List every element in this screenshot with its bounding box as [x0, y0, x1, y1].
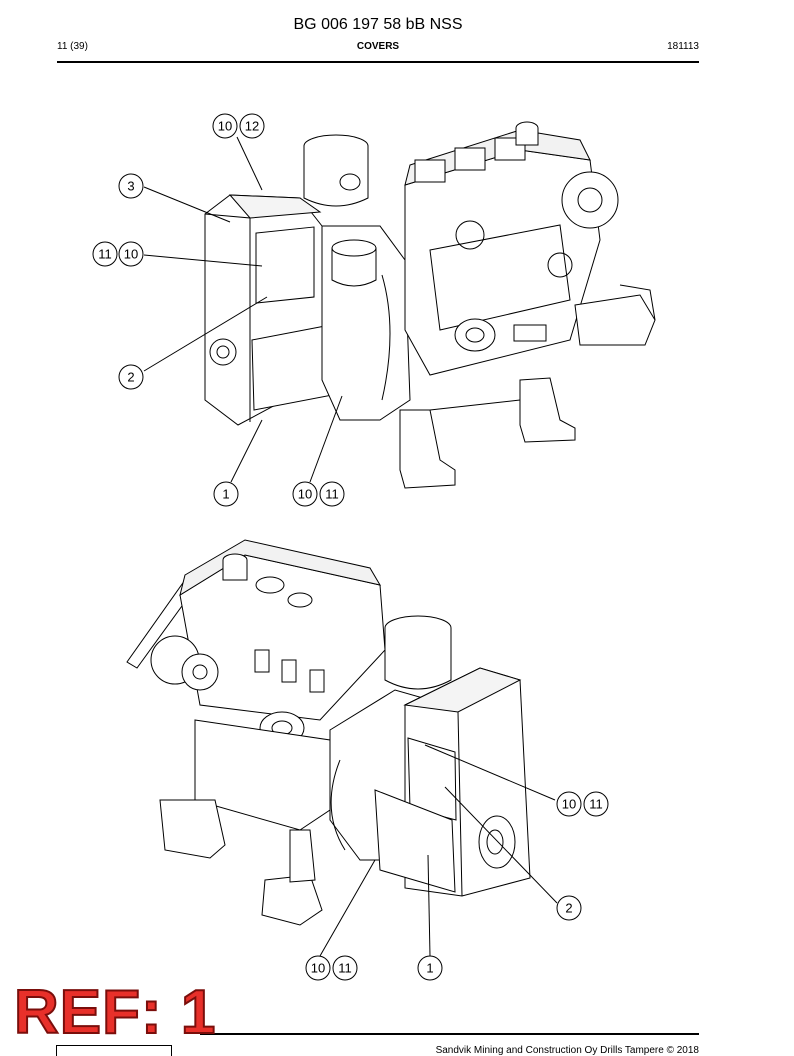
callout-top-10c: 10 [292, 481, 318, 507]
svg-text:10: 10 [311, 961, 325, 976]
callout-top-10b: 10 [118, 241, 144, 267]
callout-bottom-11b: 11 [332, 955, 358, 981]
section-title: COVERS [356, 41, 400, 52]
footer-rule [200, 1033, 699, 1035]
callout-top-2: 2 [118, 364, 144, 390]
footer-copyright: Sandvik Mining and Construction Oy Drill… [435, 1045, 699, 1056]
callout-bottom-11a: 11 [583, 791, 609, 817]
callout-bottom-1: 1 [417, 955, 443, 981]
svg-text:11: 11 [98, 247, 112, 262]
callout-top-11a: 11 [92, 241, 118, 267]
callout-top-3: 3 [118, 173, 144, 199]
svg-text:2: 2 [565, 901, 572, 916]
callout-bottom-2: 2 [556, 895, 582, 921]
svg-text:1: 1 [222, 487, 229, 502]
document-title: BG 006 197 58 bB NSS [293, 16, 463, 33]
date-code: 181113 [667, 41, 699, 52]
leader-lines-bottom [319, 744, 558, 957]
engine-top-view [204, 121, 656, 489]
svg-text:2: 2 [127, 370, 134, 385]
svg-text:11: 11 [589, 797, 603, 812]
callout-bottom-10a: 10 [556, 791, 582, 817]
callout-bottom-10b: 10 [305, 955, 331, 981]
svg-text:11: 11 [325, 487, 339, 502]
svg-text:1: 1 [426, 961, 433, 976]
callout-top-10a: 10 [212, 113, 238, 139]
ref-stamp: REF: 1 [13, 978, 217, 1047]
svg-text:10: 10 [218, 119, 232, 134]
svg-text:3: 3 [127, 179, 134, 194]
callout-top-1: 1 [213, 481, 239, 507]
header-rule [57, 61, 699, 63]
svg-text:10: 10 [298, 487, 312, 502]
callout-top-11b: 11 [319, 481, 345, 507]
svg-text:10: 10 [562, 797, 576, 812]
page-number: 11 (39) [57, 41, 88, 52]
svg-text:10: 10 [124, 247, 138, 262]
leader-lines-top [143, 136, 343, 483]
callout-top-12: 12 [239, 113, 265, 139]
svg-text:12: 12 [245, 119, 259, 134]
svg-text:11: 11 [338, 961, 352, 976]
sandvik-logo-icon [56, 1045, 172, 1056]
engine-bottom-view [126, 539, 531, 926]
